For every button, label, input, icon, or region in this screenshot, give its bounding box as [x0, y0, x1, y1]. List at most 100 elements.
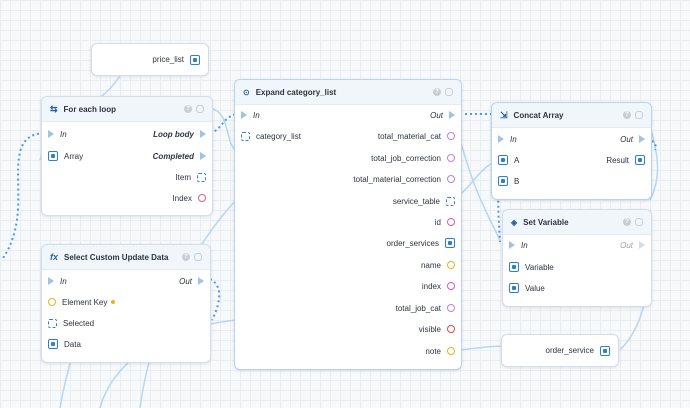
output-port[interactable]: [446, 196, 455, 206]
item-row: Item: [169, 171, 206, 183]
expand-header[interactable]: ⊙ Expand category_list ?: [235, 80, 461, 105]
loop-icon: ⇆: [50, 103, 58, 114]
concat-header[interactable]: ⇲ Concat Array ?: [492, 103, 651, 128]
set-variable-title: Set Variable: [523, 217, 569, 227]
order-service-port[interactable]: [600, 345, 610, 356]
in-label: In: [60, 129, 67, 139]
output-port[interactable]: [447, 282, 455, 290]
out-port-arrow[interactable]: [449, 111, 455, 119]
in-port-arrow[interactable]: [241, 111, 247, 119]
b-port[interactable]: [498, 176, 508, 186]
comment-icon[interactable]: [445, 88, 453, 96]
help-icon[interactable]: ?: [623, 218, 631, 226]
a-label: A: [514, 155, 520, 165]
in-port-arrow[interactable]: [48, 277, 54, 285]
for-each-title: For each loop: [63, 104, 116, 114]
comment-icon[interactable]: [194, 253, 202, 261]
a-row: A: [498, 154, 525, 166]
element-key-port[interactable]: [48, 298, 56, 306]
comment-icon[interactable]: [635, 111, 643, 119]
loop-body-row: Loop body: [147, 128, 206, 140]
index-port[interactable]: [198, 194, 206, 202]
output-port[interactable]: [447, 304, 455, 312]
order-service-node[interactable]: order_service: [501, 334, 619, 367]
variable-port[interactable]: [509, 262, 519, 272]
result-row: Result: [600, 154, 645, 166]
value-port[interactable]: [509, 283, 519, 293]
output-row: order_services: [381, 237, 455, 249]
in-port-arrow[interactable]: [48, 130, 54, 138]
index-label: Index: [172, 193, 192, 203]
help-icon[interactable]: ?: [182, 253, 190, 261]
set-variable-node[interactable]: ◈ Set Variable ? In Out Variable Value: [502, 209, 652, 307]
a-port[interactable]: [498, 155, 508, 165]
in-port-arrow[interactable]: [509, 241, 515, 249]
help-icon[interactable]: ?: [623, 111, 631, 119]
variable-row: Variable: [509, 261, 560, 273]
expand-category-list-node[interactable]: ⊙ Expand category_list ? In Out category…: [234, 79, 462, 370]
element-key-label: Element Key: [62, 297, 108, 307]
value-label: Value: [525, 283, 545, 293]
output-port[interactable]: [447, 347, 455, 355]
help-icon[interactable]: ?: [433, 88, 441, 96]
value-row: Value: [509, 282, 551, 294]
output-row: total_job_correction: [365, 152, 455, 164]
concat-out-row: Out: [614, 133, 645, 145]
output-label: note: [425, 346, 441, 356]
select-custom-header[interactable]: fx Select Custom Update Data ?: [42, 245, 210, 270]
output-label: visible: [418, 324, 441, 334]
output-port[interactable]: [445, 238, 455, 248]
expand-title: Expand category_list: [255, 87, 337, 97]
output-label: total_material_correction: [353, 174, 441, 184]
variable-label: Variable: [525, 262, 554, 272]
item-port[interactable]: [197, 172, 206, 182]
concat-array-node[interactable]: ⇲ Concat Array ? In Out A Result B: [491, 102, 652, 200]
comment-icon[interactable]: [635, 218, 643, 226]
selected-port[interactable]: [48, 318, 57, 328]
output-row: index: [416, 280, 455, 292]
output-port[interactable]: [447, 175, 455, 183]
for-each-in-row: In: [48, 128, 73, 140]
price-list-node[interactable]: price_list: [91, 43, 209, 76]
variable-icon: ◈: [511, 217, 518, 227]
loop-body-port-arrow[interactable]: [200, 130, 206, 138]
price-list-port[interactable]: [190, 54, 200, 65]
loop-body-label: Loop body: [153, 129, 194, 139]
required-dot-icon: [111, 300, 116, 304]
for-each-loop-node[interactable]: ⇆ For each loop ? In Loop body Array Com…: [41, 96, 213, 216]
select-in-row: In: [48, 275, 73, 287]
for-each-header[interactable]: ⇆ For each loop ?: [42, 97, 212, 122]
expand-out-row: Out: [424, 109, 455, 121]
set-variable-header[interactable]: ◈ Set Variable ?: [503, 210, 651, 235]
data-port[interactable]: [48, 339, 58, 349]
item-label: Item: [175, 172, 191, 182]
category-list-port[interactable]: [241, 131, 250, 141]
out-port-arrow[interactable]: [639, 135, 645, 143]
array-port[interactable]: [48, 151, 58, 161]
output-label: name: [420, 260, 441, 270]
output-port[interactable]: [447, 218, 455, 226]
comment-icon[interactable]: [196, 105, 204, 113]
out-port-arrow[interactable]: [639, 241, 645, 249]
output-row: name: [415, 259, 455, 271]
output-port[interactable]: [447, 154, 455, 162]
in-label: In: [60, 276, 67, 286]
in-port-arrow[interactable]: [498, 135, 504, 143]
output-row: total_job_cat: [390, 302, 455, 314]
output-label: index: [421, 281, 441, 291]
help-icon[interactable]: ?: [184, 105, 192, 113]
output-port[interactable]: [447, 132, 455, 140]
out-port-arrow[interactable]: [198, 277, 204, 285]
select-custom-title: Select Custom Update Data: [64, 252, 169, 262]
category-list-input-row: category_list: [241, 130, 307, 142]
output-port[interactable]: [447, 261, 455, 269]
index-row: Index: [166, 192, 206, 204]
selected-row: Selected: [48, 317, 100, 329]
result-port[interactable]: [635, 155, 645, 165]
output-port[interactable]: [447, 325, 455, 333]
output-row: total_material_correction: [347, 173, 455, 185]
completed-port-arrow[interactable]: [200, 152, 206, 160]
select-custom-update-node[interactable]: fx Select Custom Update Data ? In Out El…: [41, 244, 211, 363]
output-label: id: [434, 217, 441, 227]
concat-in-row: In: [498, 133, 523, 145]
